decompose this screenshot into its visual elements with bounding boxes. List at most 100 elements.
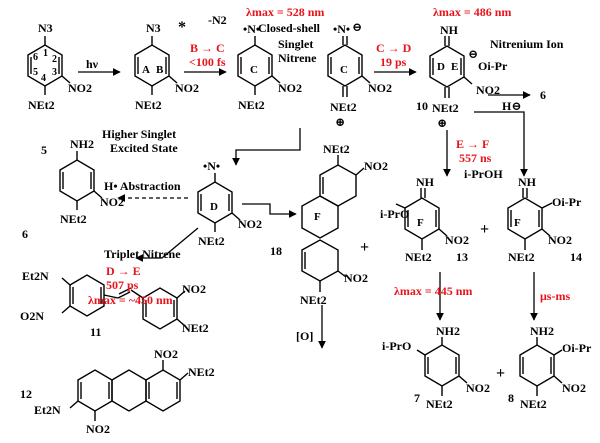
amine-label-12-right: NEt2 (188, 365, 215, 379)
lambda-max-e: λmax = 486 nm (433, 5, 512, 19)
compound-label-13: 13 (456, 250, 468, 264)
amine-label-6: NEt2 (60, 212, 87, 226)
nitro-label-10: NO2 (476, 83, 500, 97)
nitrenium-ion-label: Nitrenium Ion (490, 37, 564, 51)
nitro-label-13: NO2 (445, 233, 469, 247)
plus-7-8: + (496, 365, 506, 382)
ring-8 (519, 344, 555, 387)
nh-label-10: NH (440, 23, 458, 37)
arrow-isc (232, 128, 301, 166)
photolysis-label: hν (86, 57, 99, 71)
et2n-label-12: Et2N (34, 403, 61, 417)
ring-position-2: 2 (52, 54, 57, 65)
compound-label-11: 11 (90, 325, 102, 339)
nh2-label-7: NH2 (436, 324, 460, 338)
ring-12-right (145, 369, 181, 412)
ring-position-4: 4 (41, 73, 46, 84)
step-b-to-c-time: <100 fs (189, 55, 226, 69)
nh2-label-6: NH2 (70, 137, 94, 151)
amine-label-18-bottom: NEt2 (300, 293, 327, 307)
amine-label-c-quinoid: NEt2 (330, 100, 357, 114)
ring-18-top (319, 164, 357, 207)
amine-label-8: NEt2 (520, 397, 547, 411)
step-d-to-e-time: 507 ps (106, 278, 139, 292)
ring-letter-d: D (210, 201, 218, 213)
ring-letter-e-10: E (451, 61, 459, 73)
lambda-max-f: λmax = 445 nm (394, 284, 473, 298)
nitro-label-c-quinoid: NO2 (368, 81, 392, 95)
amine-label-7: NEt2 (426, 397, 453, 411)
nitro-label-6: NO2 (100, 195, 124, 209)
compound-label-10: 10 (416, 99, 428, 113)
amine-label-excited: NEt2 (135, 98, 162, 112)
nh-label-13: NH (416, 175, 434, 189)
amine-label-d: NEt2 (198, 234, 225, 248)
oxidation-label: [O] (296, 329, 314, 343)
step-c-to-d: C → D (376, 41, 412, 55)
arrow-d-to-e (135, 227, 199, 262)
step-e-to-f-time: 557 ns (459, 151, 492, 165)
isopropanol-label: i-PrOH (464, 167, 503, 181)
nitro-label-12-top: NO2 (154, 347, 178, 361)
nitro-label-11: NO2 (182, 282, 206, 296)
hydride-label: H⊖ (502, 99, 522, 113)
amine-label-10: NEt2 (432, 101, 459, 115)
azide-label-excited: N3 (146, 21, 161, 35)
nitrene-n-triplet: •N• (203, 159, 221, 173)
nitro-label-18-top: NO2 (364, 159, 388, 173)
nitro-label-18-bottom: NO2 (344, 271, 368, 285)
ring-excited (134, 44, 170, 87)
nitro-label-c-open: NO2 (278, 81, 302, 95)
nitrene-n-open: •N• (243, 22, 261, 36)
ring-position-1: 1 (43, 48, 48, 59)
compound-label-7: 7 (414, 391, 420, 405)
charge-minus-10: ⊖ (468, 47, 479, 61)
nitrene-n-quinoid: •N• (333, 22, 351, 36)
charge-minus-c: ⊖ (352, 20, 363, 34)
amine-label-18-top: NEt2 (323, 142, 350, 156)
ring-12-mid (111, 369, 147, 412)
step-b-to-c: B → C (190, 41, 225, 55)
ring-letter-d-10: D (437, 61, 445, 73)
amine-label-13: NEt2 (405, 250, 432, 264)
compound-label-6-left: 6 (22, 227, 28, 241)
ring-letter-c-open: C (250, 64, 258, 76)
charge-plus-10: ⊕ (437, 116, 448, 130)
o2n-label-11: O2N (20, 309, 44, 323)
triplet-nitrene-label: Triplet Nitrene (104, 247, 181, 261)
nitrene-label: Nitrene (278, 51, 317, 65)
ring-6 (59, 159, 95, 202)
nitro-label-8: NO2 (562, 381, 586, 395)
compound-label-6-top: 6 (540, 88, 546, 102)
excited-state-label: Excited State (110, 141, 178, 155)
ring-letter-f-18: F (314, 211, 321, 223)
h-abstraction-label: H• Abstraction (104, 179, 181, 193)
nh-label-14: NH (518, 175, 536, 189)
ring-12-left (77, 369, 113, 412)
step-d-to-e: D → E (106, 264, 141, 278)
ring-letter-f-13: F (417, 217, 424, 229)
nitro-label-5: NO2 (68, 81, 92, 95)
arrow-to-14 (474, 111, 528, 177)
ring-letter-b: B (156, 64, 164, 76)
amine-label-5: NEt2 (28, 98, 55, 112)
oipr-label-14: Oi-Pr (552, 195, 582, 209)
isopropoxide-label: Oi-Pr (478, 59, 508, 73)
nitro-label-excited: NO2 (175, 81, 199, 95)
closed-shell-label: Closed-shell (258, 21, 321, 35)
amine-label-14: NEt2 (508, 250, 535, 264)
ring-18-bottom (301, 239, 339, 282)
charge-plus-c: ⊕ (335, 115, 346, 129)
ring-position-5: 5 (33, 67, 38, 78)
compound-label-8: 8 (508, 391, 514, 405)
excited-star: * (178, 19, 186, 36)
amine-label-11: NEt2 (182, 321, 209, 335)
step-c-to-d-time: 19 ps (380, 55, 407, 69)
ring-position-3: 3 (52, 67, 57, 78)
ipro-label-18: i-PrO (380, 207, 410, 221)
nitrogen-loss-label: -N2 (208, 13, 227, 27)
et2n-label-11: Et2N (22, 269, 49, 283)
singlet-label: Singlet (278, 37, 314, 51)
nitro-label-14: NO2 (548, 233, 572, 247)
ring-position-6: 6 (33, 52, 38, 63)
